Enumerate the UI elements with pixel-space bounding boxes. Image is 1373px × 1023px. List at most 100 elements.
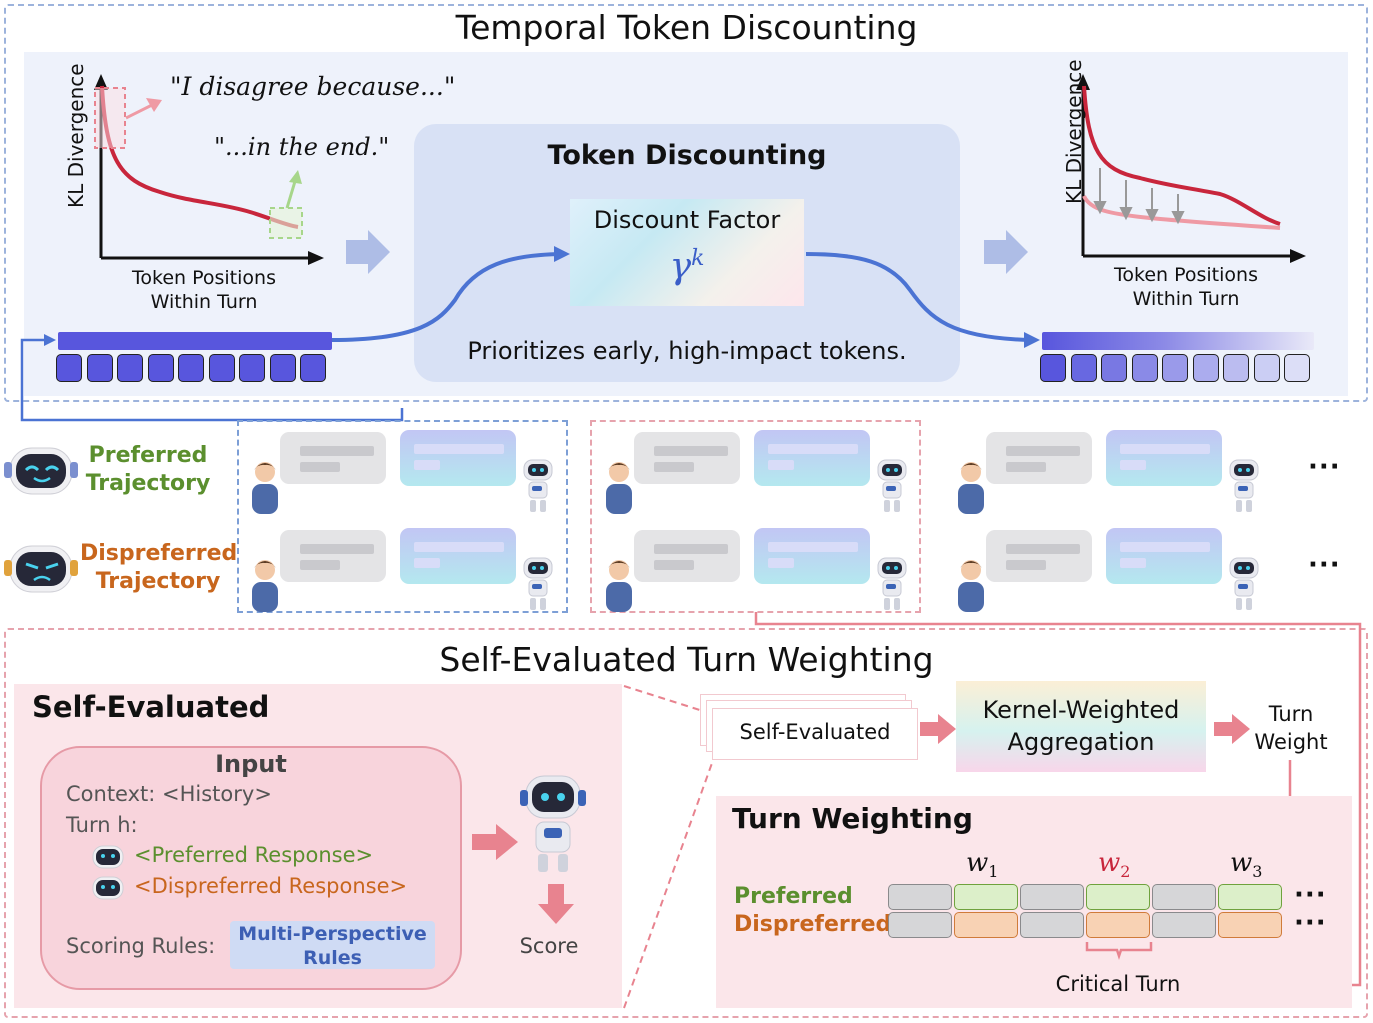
preferred-line1: Preferred bbox=[88, 443, 208, 468]
sad-robot-small-icon bbox=[92, 876, 124, 900]
message-line bbox=[1120, 558, 1146, 568]
gamma-exponent: k bbox=[691, 246, 705, 271]
right-xlabel-line1: Token Positions bbox=[1114, 264, 1258, 286]
left-kl-plot bbox=[94, 74, 324, 265]
dispreferred-trajectory-label: Dispreferred Trajectory bbox=[80, 540, 237, 596]
w3-label: w3 bbox=[1230, 848, 1262, 881]
pink-arrow-icon bbox=[472, 824, 518, 860]
input-title: Input bbox=[215, 750, 287, 778]
user-message-bubble bbox=[280, 530, 386, 582]
message-line bbox=[414, 460, 440, 470]
score-label: Score bbox=[519, 934, 579, 958]
preferred-turn-cell bbox=[1020, 884, 1084, 910]
user-message-bubble bbox=[986, 530, 1092, 582]
dispreferred-ellipsis: ··· bbox=[1308, 550, 1341, 580]
token-cell bbox=[239, 354, 265, 382]
token-cell bbox=[1284, 354, 1310, 382]
critical-turn-label: Critical Turn bbox=[1055, 972, 1181, 996]
user-message-bubble bbox=[280, 432, 386, 484]
human-user-icon bbox=[958, 462, 984, 514]
left-token-cells bbox=[56, 354, 336, 386]
assistant-robot-icon bbox=[877, 557, 907, 610]
gamma-k-symbol: γk bbox=[570, 246, 804, 287]
self-evaluated-panel bbox=[4, 628, 1368, 1018]
message-line bbox=[414, 542, 504, 552]
right-xlabel: Token Positions Within Turn bbox=[1076, 263, 1296, 311]
message-line bbox=[1120, 460, 1146, 470]
flow-arrow-icon-right bbox=[984, 230, 1028, 274]
preferred-turn-cell bbox=[1086, 884, 1150, 910]
right-discounted-curve bbox=[1082, 195, 1281, 230]
sad-robot-icon bbox=[4, 545, 78, 593]
dispreferred-turn-cell bbox=[1218, 912, 1282, 938]
assistant-message-bubble bbox=[754, 528, 870, 584]
scoring-rules-label: Scoring Rules: bbox=[66, 934, 216, 958]
happy-robot-icon bbox=[4, 447, 78, 495]
token-cell bbox=[300, 354, 326, 382]
turn-text: Turn h: bbox=[66, 813, 138, 837]
token-cell bbox=[269, 354, 296, 382]
message-line bbox=[654, 446, 728, 456]
token-cell bbox=[1070, 354, 1097, 382]
discount-factor-label: Discount Factor bbox=[593, 206, 781, 234]
rules-text: Multi-Perspective Rules bbox=[230, 922, 435, 970]
preferred-trajectory-label: Preferred Trajectory bbox=[80, 442, 216, 498]
w2-symbol: w bbox=[1098, 848, 1121, 878]
dispreferred-turn-cell bbox=[888, 912, 952, 938]
message-line bbox=[768, 558, 794, 568]
dispreferred-turn-cell bbox=[1152, 912, 1216, 938]
message-line bbox=[1120, 542, 1210, 552]
evaluator-robot-icon bbox=[520, 775, 586, 872]
dispreferred-turn-cell bbox=[1086, 912, 1150, 938]
late-token-highlight bbox=[269, 207, 303, 239]
token-cell bbox=[117, 354, 143, 382]
preferred-turn-cell bbox=[888, 884, 952, 910]
token-cell bbox=[208, 354, 235, 382]
rules-box bbox=[230, 921, 435, 969]
user-message-bubble bbox=[634, 432, 740, 484]
dispreferred-turn-cell bbox=[1020, 912, 1084, 938]
rules-line1: Multi-Perspective bbox=[238, 923, 427, 945]
tw-line1: Turn bbox=[1268, 702, 1314, 726]
human-user-icon bbox=[252, 462, 278, 514]
message-line bbox=[768, 542, 858, 552]
assistant-robot-icon bbox=[523, 459, 553, 512]
tw-line2: Weight bbox=[1254, 730, 1328, 754]
message-line bbox=[654, 560, 694, 570]
right-token-bar bbox=[1042, 332, 1314, 350]
preferred-turn-cell bbox=[1152, 884, 1216, 910]
tw-dispreferred-label: Dispreferred bbox=[734, 912, 892, 937]
assistant-robot-icon bbox=[877, 459, 907, 512]
token-cell bbox=[1101, 354, 1127, 382]
dispreferred-line2: Trajectory bbox=[95, 569, 221, 594]
w1-label: w1 bbox=[966, 848, 998, 881]
tw-dispreferred-ellipsis: ··· bbox=[1294, 908, 1327, 938]
token-cell bbox=[86, 354, 113, 382]
assistant-message-bubble bbox=[1106, 430, 1222, 486]
left-xlabel: Token Positions Within Turn bbox=[94, 266, 314, 314]
right-token-cells bbox=[1040, 354, 1320, 386]
token-cell bbox=[1131, 354, 1158, 382]
assistant-robot-icon bbox=[523, 557, 553, 610]
tw-preferred-label: Preferred bbox=[734, 884, 853, 909]
w2-sub: 2 bbox=[1120, 862, 1131, 882]
assistant-robot-icon bbox=[1229, 459, 1259, 512]
token-cell bbox=[1162, 354, 1188, 382]
rules-line2: Rules bbox=[303, 947, 362, 969]
turn-weighting-title: Turn Weighting bbox=[732, 802, 973, 835]
assistant-message-bubble bbox=[754, 430, 870, 486]
human-user-icon bbox=[958, 560, 984, 612]
left-xlabel-line1: Token Positions bbox=[132, 267, 276, 289]
human-user-icon bbox=[606, 560, 632, 612]
critical-turn-bracket bbox=[1085, 942, 1153, 960]
gamma-symbol: γ bbox=[669, 246, 692, 287]
token-cell bbox=[147, 354, 174, 382]
w1-sub: 1 bbox=[988, 862, 999, 882]
token-cell bbox=[1253, 354, 1280, 382]
self-evaluated-heading: Self-Evaluated bbox=[32, 690, 270, 724]
human-user-icon bbox=[606, 462, 632, 514]
happy-robot-small-icon bbox=[92, 845, 124, 869]
preferred-turn-cell bbox=[1218, 884, 1282, 910]
discount-factor-box bbox=[570, 199, 804, 306]
